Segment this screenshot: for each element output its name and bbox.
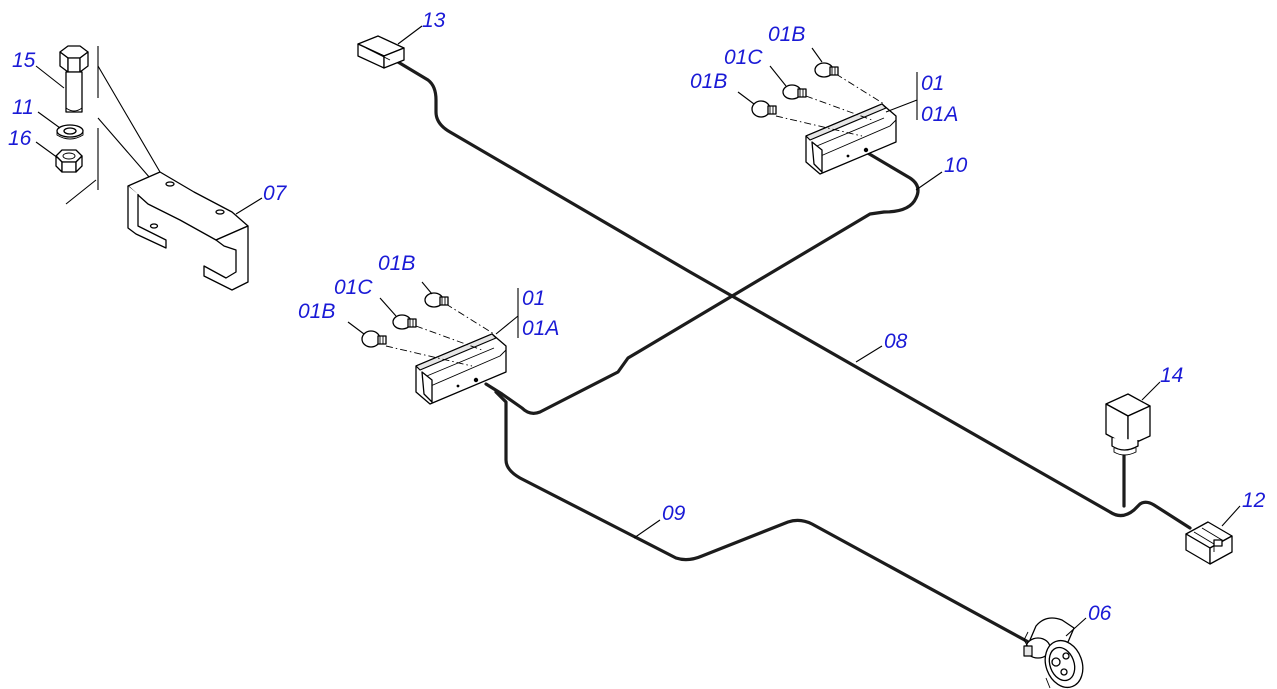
- label-07: 07: [263, 182, 288, 205]
- bulb-lower-01B-top: [424, 292, 449, 308]
- wire-09: [494, 390, 1034, 646]
- connector-12: [1185, 521, 1233, 565]
- label-11: 11: [12, 96, 34, 119]
- leader-lines: [35, 25, 1241, 637]
- connector-13: [357, 35, 405, 69]
- label-01-lower: 01: [522, 287, 545, 310]
- label-10: 10: [944, 154, 968, 177]
- relay-14: [1105, 393, 1151, 456]
- label-01B-upper-bottom: 01B: [690, 70, 727, 93]
- bulb-upper-01B-bottom: [751, 100, 777, 118]
- label-01C-lower: 01C: [334, 276, 373, 299]
- label-01B-lower-top: 01B: [378, 252, 415, 275]
- label-14: 14: [1160, 364, 1183, 387]
- bulb-lower-01B-bottom: [361, 330, 387, 348]
- label-01B-lower-bottom: 01B: [298, 300, 335, 323]
- label-15: 15: [12, 49, 36, 72]
- tail-lamp-upper: [775, 73, 897, 175]
- label-13: 13: [422, 9, 446, 32]
- label-16: 16: [8, 127, 32, 150]
- label-01-upper: 01: [921, 72, 944, 95]
- label-01A-upper: 01A: [921, 103, 958, 126]
- label-12: 12: [1242, 489, 1266, 512]
- label-01C-upper: 01C: [724, 46, 763, 69]
- part-labels: 13 15 11 16 07 01B 01C 01B 01 01A 10 01B…: [8, 9, 1266, 625]
- label-06: 06: [1088, 602, 1112, 625]
- wire-10: [484, 150, 920, 415]
- bolt-15: [59, 45, 89, 113]
- label-01A-lower: 01A: [522, 317, 559, 340]
- label-01B-upper-top: 01B: [768, 23, 805, 46]
- trailer-socket-06: [1023, 617, 1084, 689]
- nut-16: [55, 149, 83, 173]
- tail-lamp-lower: [385, 303, 507, 405]
- washer-11: [56, 124, 84, 140]
- bulb-lower-01C: [392, 314, 417, 330]
- wire-08: [396, 60, 1192, 530]
- bulb-upper-01B-top: [814, 62, 839, 78]
- bulb-upper-01C: [782, 84, 807, 100]
- label-08: 08: [884, 330, 908, 353]
- bracket-07: [65, 46, 249, 291]
- label-09: 09: [662, 502, 686, 525]
